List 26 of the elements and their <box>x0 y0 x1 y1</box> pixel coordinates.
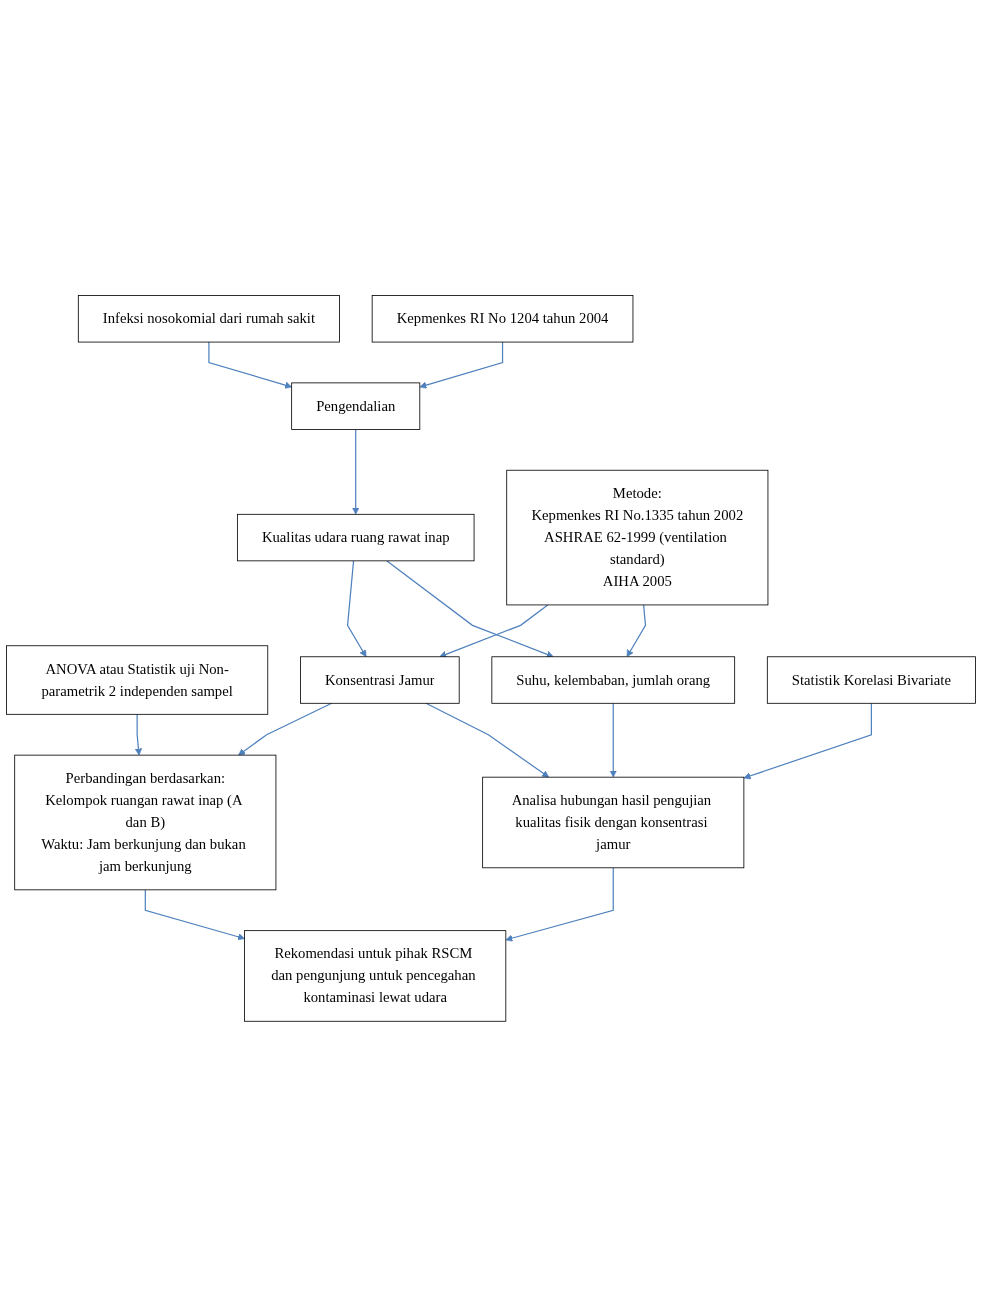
node-box: Kualitas udara ruang rawat inap <box>237 513 475 561</box>
arrow <box>134 713 142 756</box>
arrow <box>439 603 549 658</box>
node-box: Pengendalian <box>291 382 421 430</box>
node-box: Perbandingan berdasarkan: Kelompok ruangan rawat inap (A dan B) Waktu: Jam berkunjung dan bukan jam berkunjung <box>14 754 277 890</box>
arrow <box>505 866 614 942</box>
node-box: Infeksi nosokomial dari rumah sakit <box>77 294 340 343</box>
arrow <box>346 559 367 657</box>
node-box: Metode: Kepmenkes RI No.1335 tahun 2002 ASHRAE 62-1999 (ventilation standard) AIHA 2005 <box>506 469 769 605</box>
arrow <box>743 702 872 779</box>
arrow <box>425 702 550 778</box>
arrow <box>238 702 333 756</box>
arrow <box>609 702 617 778</box>
node-box: Kepmenkes RI No 1204 tahun 2004 <box>371 294 634 343</box>
arrow <box>352 428 360 515</box>
node-box: Rekomendasi untuk pihak RSCM dan pengunjung untuk pencegahan kontaminasi lewat udara <box>244 929 507 1022</box>
node-box: Analisa hubungan hasil pengujian kualitas fisik dengan konsentrasi jamur <box>482 776 745 868</box>
arrow <box>144 888 245 940</box>
arrow <box>386 559 554 658</box>
node-box: Suhu, kelembaban, jumlah orang <box>491 655 736 704</box>
node-box: Konsentrasi Jamur <box>300 655 460 704</box>
node-box: Statistik Korelasi Bivariate <box>766 655 976 704</box>
arrow <box>419 341 504 389</box>
node-box: ANOVA atau Statistik uji Non-parametrik 2 independen sampel <box>6 644 269 715</box>
arrow <box>626 603 647 657</box>
arrow <box>208 341 292 389</box>
